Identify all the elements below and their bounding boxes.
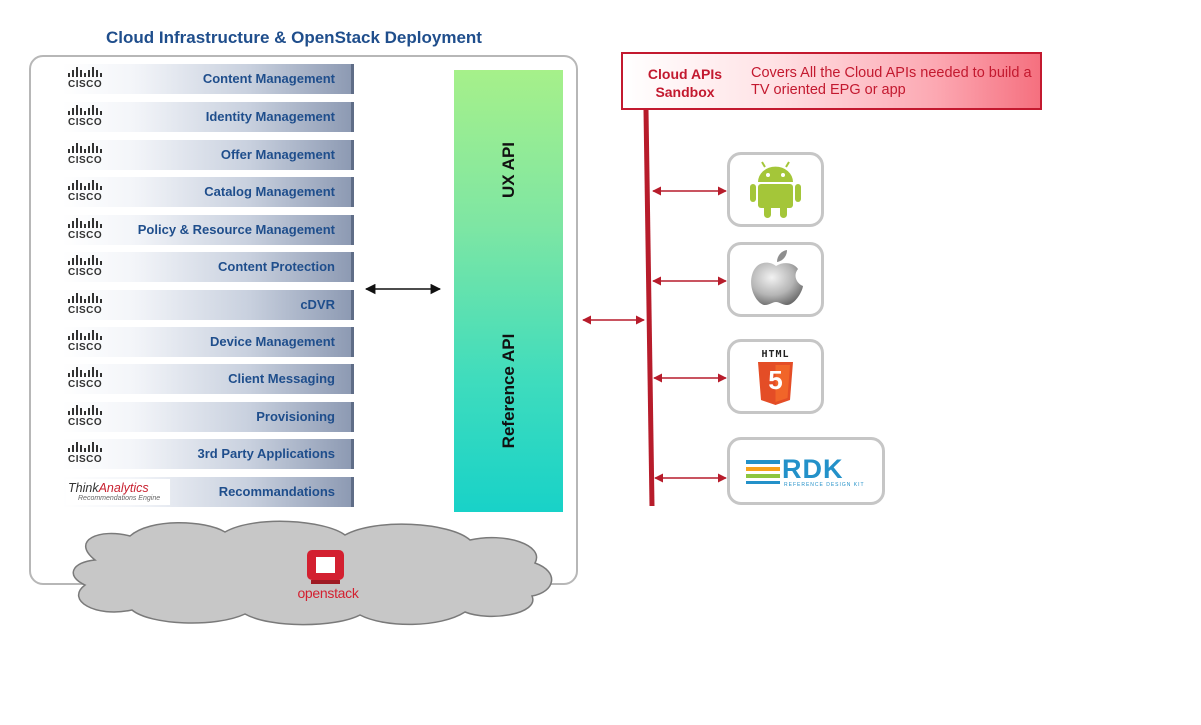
html5-number: 5 [768, 365, 783, 395]
service-label: 3rd Party Applications [197, 446, 336, 461]
cisco-logo-icon: CISCO [66, 293, 116, 317]
cisco-logo-icon: CISCO [66, 255, 116, 279]
cisco-logo-icon: CISCO [66, 218, 116, 242]
service-row: CISCO 3rd Party Applications [62, 439, 354, 469]
service-row: CISCO Client Messaging [62, 364, 354, 394]
service-row: CISCO Identity Management [62, 102, 354, 132]
cisco-wordmark: CISCO [68, 417, 103, 428]
cisco-logo-icon: CISCO [66, 330, 116, 354]
cisco-wordmark: CISCO [68, 342, 103, 353]
cisco-wordmark: CISCO [68, 305, 103, 316]
thinkanalytics-suffix: Analytics [98, 481, 149, 495]
cloud-apis-sandbox-box [621, 52, 1042, 110]
service-label: Offer Management [220, 147, 335, 162]
html5-tile: HTML 5 [727, 339, 824, 414]
apple-tile [727, 242, 824, 317]
cisco-logo-icon: CISCO [66, 143, 116, 167]
openstack-label: openstack [297, 585, 359, 601]
service-label: cDVR [300, 297, 335, 312]
cisco-wordmark: CISCO [68, 267, 103, 278]
service-row: CISCO Content Management [62, 64, 354, 94]
ux-api-label: UX API [498, 141, 518, 199]
cisco-logo-icon: CISCO [66, 180, 116, 204]
cloud-api-bus [643, 109, 655, 507]
thinkanalytics-wordmark: ThinkAnalytics [68, 481, 149, 495]
service-row: CISCO Provisioning [62, 402, 354, 432]
sandbox-title: Cloud APIs Sandbox [647, 66, 723, 100]
service-label: Client Messaging [228, 371, 335, 386]
service-label: Identity Management [205, 109, 335, 124]
cisco-wordmark: CISCO [68, 454, 103, 465]
android-tile [727, 152, 824, 227]
cisco-wordmark: CISCO [68, 155, 103, 166]
service-row: CISCO Policy & Resource Management [62, 215, 354, 245]
service-row: CISCO Content Protection [62, 252, 354, 282]
apple-icon [751, 250, 803, 305]
cisco-logo-icon: CISCO [66, 442, 116, 466]
reference-api-layer: Reference API [454, 270, 563, 512]
cisco-logo-icon: CISCO [66, 67, 116, 91]
cisco-wordmark: CISCO [68, 79, 103, 90]
cisco-wordmark: CISCO [68, 379, 103, 390]
rdk-tagline: REFERENCE DESIGN KIT [784, 482, 865, 488]
service-row: CISCO cDVR [62, 290, 354, 320]
service-row: CISCO Device Management [62, 327, 354, 357]
reference-api-label: Reference API [498, 333, 518, 449]
service-label: Policy & Resource Management [137, 222, 335, 237]
thinkanalytics-tagline: Recommendations Engine [78, 495, 161, 502]
cisco-wordmark: CISCO [68, 230, 103, 241]
html5-wordmark: HTML [761, 349, 790, 360]
ux-api-layer: UX API [454, 70, 563, 270]
openstack-logo-icon [307, 550, 344, 584]
service-row: CISCO Catalog Management [62, 177, 354, 207]
thinkanalytics-prefix: Think [68, 481, 99, 495]
cisco-wordmark: CISCO [68, 117, 103, 128]
sandbox-description: Covers All the Cloud APIs needed to buil… [751, 65, 1032, 98]
cisco-logo-icon: CISCO [66, 367, 116, 391]
service-label: Catalog Management [204, 184, 335, 199]
service-label: Device Management [210, 334, 335, 349]
android-icon [750, 161, 801, 218]
service-label: Provisioning [256, 409, 335, 424]
api-column [454, 70, 563, 512]
cisco-logo-icon: CISCO [66, 405, 116, 429]
html5-icon [758, 362, 793, 405]
rdk-stripes-icon [746, 460, 780, 484]
service-label: Recommandations [218, 484, 335, 499]
service-label: Content Protection [218, 259, 335, 274]
cisco-wordmark: CISCO [68, 192, 103, 203]
cisco-logo-icon: CISCO [66, 105, 116, 129]
service-row: CISCO Offer Management [62, 140, 354, 170]
rdk-tile: RDK REFERENCE DESIGN KIT [727, 437, 885, 505]
service-label: Content Management [202, 71, 335, 86]
rdk-wordmark: RDK [782, 454, 844, 484]
diagram-title: Cloud Infrastructure & OpenStack Deploym… [106, 28, 482, 47]
